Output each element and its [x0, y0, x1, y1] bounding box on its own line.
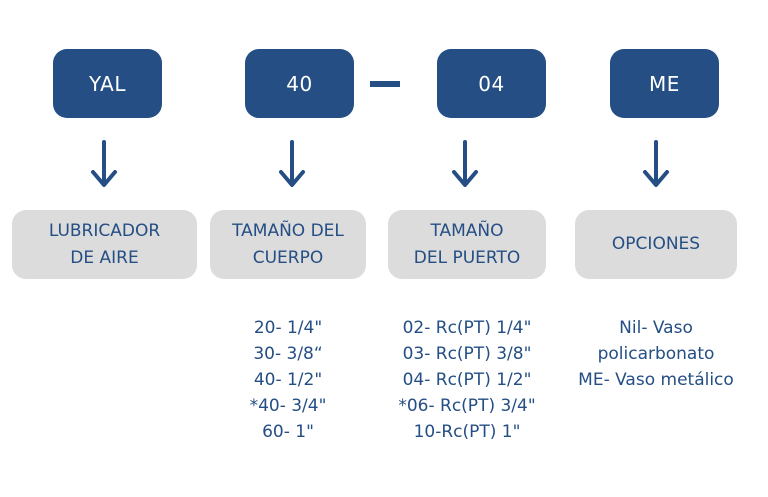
code-value-port-size: 04: [478, 71, 505, 96]
label-line: TAMAÑO DEL: [232, 220, 344, 241]
label-line: OPCIONES: [611, 234, 701, 254]
label-line: DEL PUERTO: [413, 247, 521, 268]
code-box-body-size: 40: [245, 49, 354, 118]
label-box-port-size: TAMAÑO DEL PUERTO: [388, 210, 546, 279]
option-item: 20- 1/4": [253, 318, 323, 338]
option-item: 04- Rc(PT) 1/2": [402, 370, 532, 390]
label-box-options: OPCIONES: [575, 210, 737, 279]
code-separator-dash: [370, 81, 400, 87]
label-line: CUERPO: [252, 247, 324, 268]
code-value-body-size: 40: [286, 71, 313, 96]
label-line: LUBRICADOR: [48, 220, 161, 241]
body-size-options: 20- 1/4" 30- 3/8“ 40- 1/2" *40- 3/4" 60-…: [210, 315, 366, 445]
option-item: 02- Rc(PT) 1/4": [402, 318, 532, 338]
port-size-options: 02- Rc(PT) 1/4" 03- Rc(PT) 3/8" 04- Rc(P…: [378, 315, 556, 445]
option-item: 10-Rc(PT) 1": [413, 422, 521, 442]
option-item: 40- 1/2": [253, 370, 323, 390]
option-item: Nil- Vaso: [619, 318, 693, 338]
option-item: *40- 3/4": [249, 396, 327, 416]
label-box-air-lubricator: LUBRICADOR DE AIRE: [12, 210, 197, 279]
option-item: ME- Vaso metálico: [578, 370, 734, 390]
option-item: *06- Rc(PT) 3/4": [398, 396, 536, 416]
label-line: TAMAÑO: [430, 220, 504, 241]
option-item: 03- Rc(PT) 3/8": [402, 344, 532, 364]
arrow-down-icon: [91, 140, 117, 187]
code-value-yal: YAL: [89, 71, 126, 96]
option-item: 60- 1": [262, 422, 314, 442]
option-item: policarbonato: [597, 344, 715, 364]
code-box-port-size: 04: [437, 49, 546, 118]
arrow-down-icon: [279, 140, 305, 187]
label-line: DE AIRE: [70, 247, 139, 268]
arrow-down-icon: [452, 140, 478, 187]
arrow-down-icon: [643, 140, 669, 187]
code-value-options: ME: [649, 71, 680, 96]
code-box-yal: YAL: [53, 49, 162, 118]
extra-options: Nil- Vaso policarbonato ME- Vaso metálic…: [556, 315, 756, 393]
label-box-body-size: TAMAÑO DEL CUERPO: [210, 210, 366, 279]
option-item: 30- 3/8“: [253, 344, 323, 364]
code-box-options: ME: [610, 49, 719, 118]
